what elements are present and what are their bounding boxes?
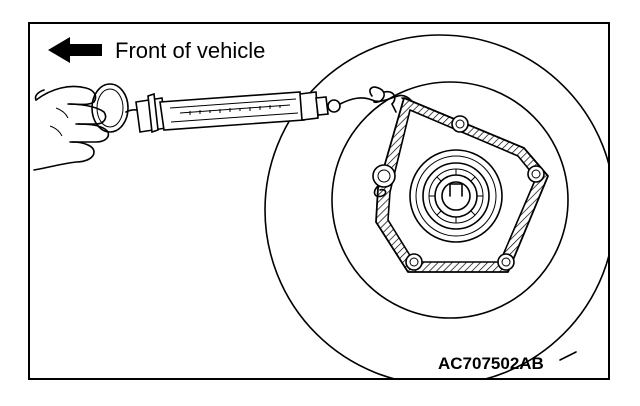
hub [409, 149, 503, 243]
pull-ring [91, 83, 129, 133]
spring-scale [125, 91, 341, 134]
direction-label: Front of vehicle [115, 38, 265, 63]
cord [339, 94, 415, 105]
outer-drum [264, 34, 609, 379]
inner-drum [331, 81, 569, 319]
hand [33, 85, 110, 171]
bolt-holes [372, 115, 545, 271]
figure-code: AC707502AB [438, 354, 544, 373]
arrow-left-icon [48, 37, 102, 63]
